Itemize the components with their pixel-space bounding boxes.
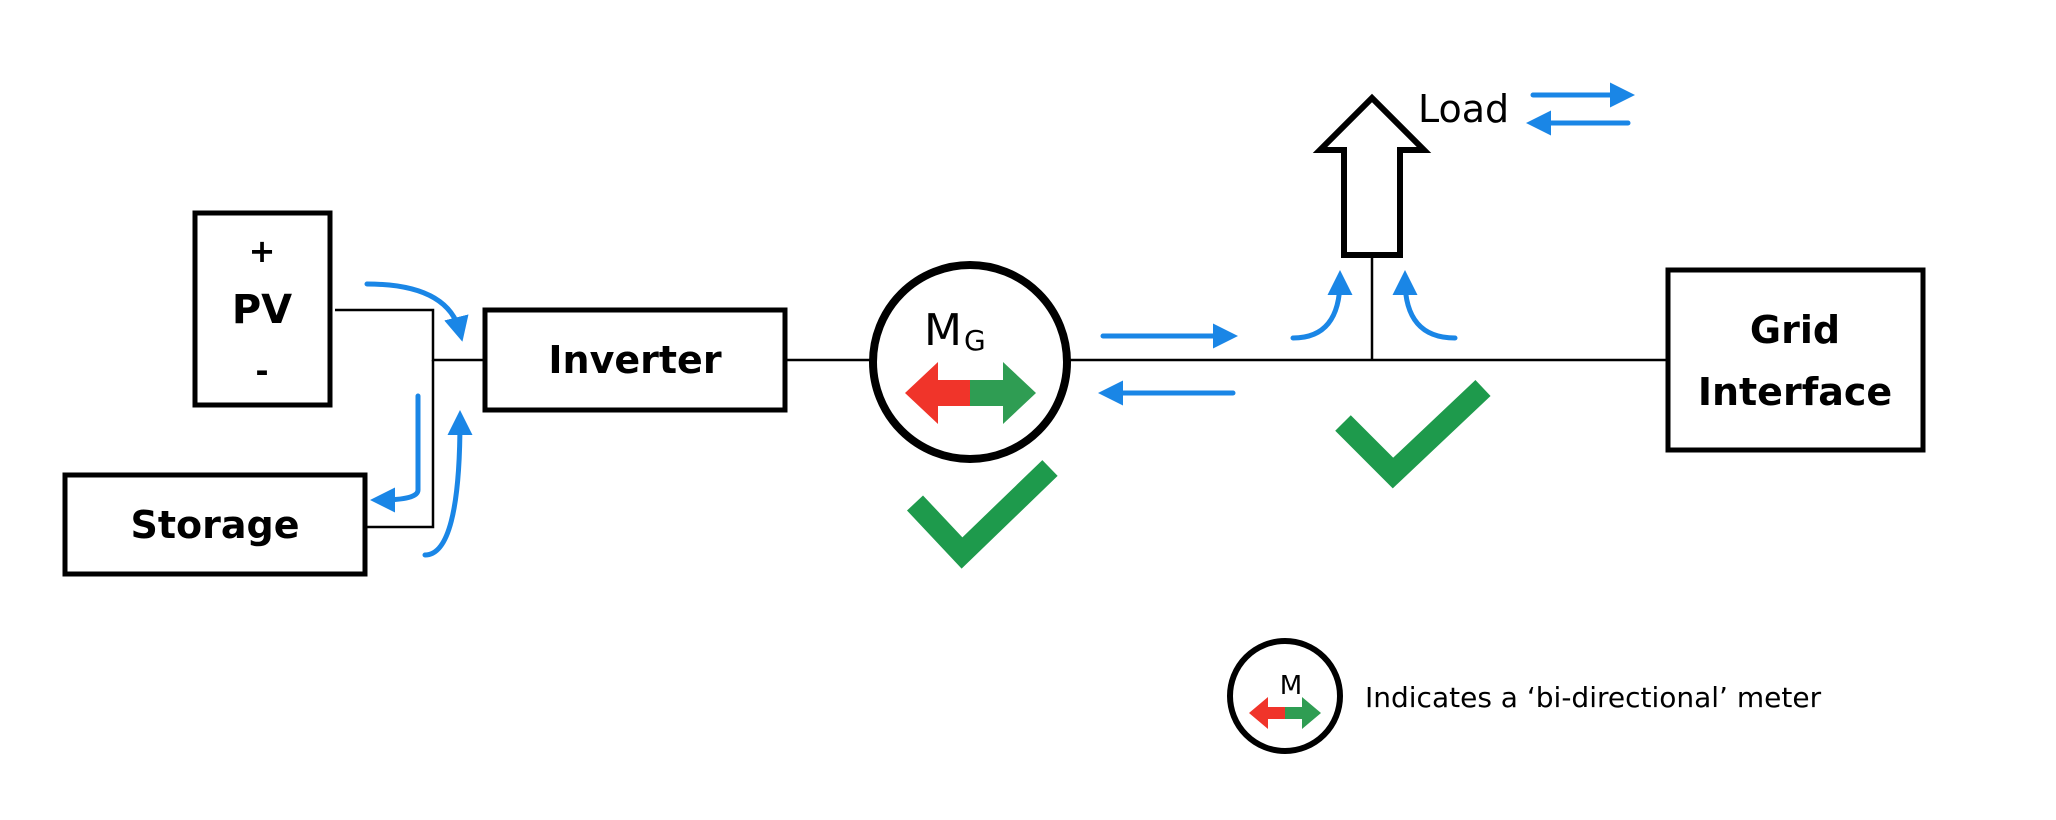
from-storage-flow-arrow-icon	[422, 410, 473, 558]
pv-label: PV	[232, 287, 292, 333]
check-marks	[906, 380, 1491, 569]
inverter-label: Inverter	[548, 338, 721, 382]
pv-minus-label: -	[255, 352, 268, 390]
flow-arrows	[364, 82, 1635, 558]
legend-meter-letter: M	[1280, 671, 1302, 701]
legend-text: Indicates a ‘bi-directional’ meter	[1365, 681, 1822, 714]
storage-box: Storage	[62, 472, 368, 577]
load-label: Load	[1418, 87, 1509, 131]
pv-to-bus-line	[335, 308, 483, 362]
meter-label-sub: G	[964, 324, 986, 357]
pv-box: + PV -	[192, 210, 333, 408]
to-storage-flow-arrow-icon	[370, 393, 421, 513]
storage-label: Storage	[131, 503, 300, 547]
inverter-box: Inverter	[482, 307, 788, 413]
storage-to-bus-line	[365, 360, 435, 529]
legend-red-arrow-icon	[1249, 697, 1285, 729]
meter-green-arrow-icon	[970, 362, 1036, 424]
legend-green-arrow-icon	[1285, 697, 1321, 729]
pv-flow-arrow-icon	[364, 281, 469, 342]
wiring	[335, 255, 1668, 529]
grid-label-line1: Grid	[1750, 308, 1840, 352]
meter-red-arrow-icon	[905, 362, 970, 424]
grid-interface-box: Grid Interface	[1665, 267, 1926, 453]
grid-check-icon	[1335, 380, 1491, 489]
load-arrow-icon	[1312, 93, 1432, 258]
grid-label-line2: Interface	[1698, 370, 1892, 414]
load-flow-left-arrow-icon	[1290, 270, 1353, 341]
load-flow-right-arrow-icon	[1392, 270, 1458, 341]
meter-label-main: M	[924, 305, 962, 356]
pv-plus-label: +	[249, 232, 276, 270]
bi-directional-meter: M G	[869, 261, 1071, 463]
meter-check-icon	[906, 460, 1058, 569]
legend: M Indicates a ‘bi-directional’ meter	[1227, 638, 1822, 754]
